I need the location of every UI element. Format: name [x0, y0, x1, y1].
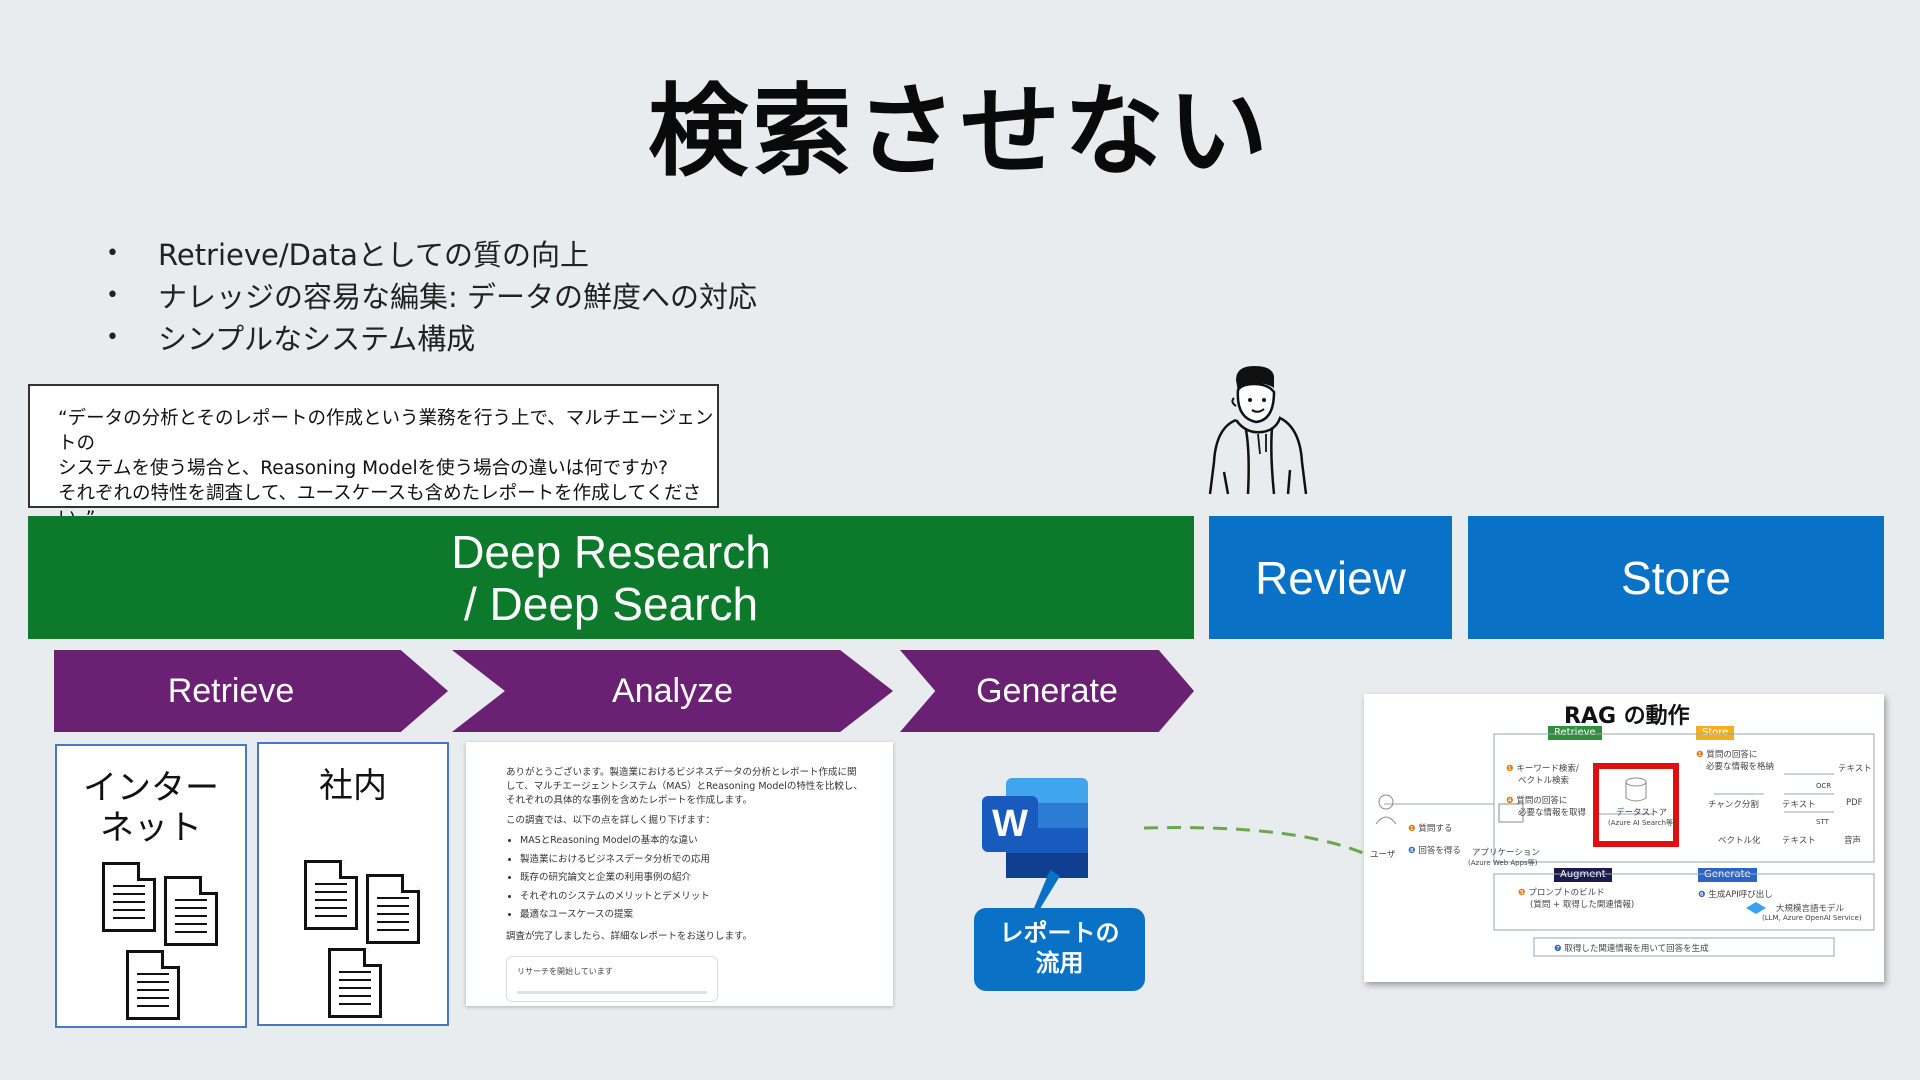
svg-text:W: W [992, 803, 1028, 845]
report-item: MASとReasoning Modelの基本的な違い [520, 834, 865, 848]
quote-line: システムを使う場合と、Reasoning Modelを使う場合の違いは何ですか? [58, 458, 668, 479]
bullet-list: •Retrieve/Dataとしての質の向上 •ナレッジの容易な編集: データの… [100, 232, 757, 358]
tag-store: Store [1696, 726, 1735, 740]
bullet-item: •Retrieve/Dataとしての質の向上 [106, 238, 590, 272]
person-illustration [1208, 366, 1308, 495]
report-closing: 調査が完了しましたら、詳細なレポートをお送りします。 [506, 931, 753, 942]
bullet-item: •シンプルなシステム構成 [106, 322, 476, 356]
bullet-item: •ナレッジの容易な編集: データの鮮度への対応 [106, 280, 757, 314]
report-item: それぞれのシステムのメリットとデメリット [520, 890, 865, 904]
report-intro: ありがとうございます。製造業におけるビジネスデータの分析とレポート作成に関して、… [506, 767, 863, 806]
word-icon: W [982, 778, 1088, 878]
prompt-quote-box: “データの分析とそのレポートの作成という業務を行う上で、マルチエージェントの シ… [28, 384, 719, 529]
document-icon [164, 876, 218, 946]
document-icon [102, 862, 156, 932]
quote-line: “データの分析とそのレポートの作成という業務を行う上で、マルチエージェントの [58, 408, 714, 454]
progress-bar [517, 991, 707, 994]
report-item: 製造業におけるビジネスデータ分析での応用 [520, 853, 865, 867]
review-band: Review [1209, 516, 1452, 639]
rag-diagram: RAG の動作 Retrieve Store Augment Generate … [1364, 694, 1884, 982]
report-reuse-callout: レポートの 流用 [974, 908, 1145, 991]
research-status-card: リサーチを開始しています [506, 956, 718, 1002]
step-retrieve: Retrieve [54, 650, 448, 732]
tag-retrieve: Retrieve [1548, 726, 1602, 740]
document-icon [366, 874, 420, 944]
report-item-list: MASとReasoning Modelの基本的な違い 製造業におけるビジネスデー… [506, 834, 865, 922]
rag-connector-lines [1375, 733, 1875, 957]
slide-title: 検索させない [648, 73, 1272, 190]
document-icon [126, 950, 180, 1020]
deep-research-band: Deep Research / Deep Search [28, 516, 1194, 639]
document-icon [304, 860, 358, 930]
report-lead: この調査では、以下の点を詳しく掘り下げます： [506, 815, 716, 826]
report-item: 既存の研究論文と企業の利用事例の紹介 [520, 871, 865, 885]
report-item: 最適なユースケースの提案 [520, 908, 865, 922]
callout-pointer [1034, 870, 1060, 912]
rag-title: RAG の動作 [1564, 704, 1690, 729]
store-band: Store [1468, 516, 1884, 639]
document-icon [328, 948, 382, 1018]
step-generate: Generate [900, 650, 1194, 732]
step-analyze: Analyze [452, 650, 893, 732]
research-report-preview: ありがとうございます。製造業におけるビジネスデータの分析とレポート作成に関して、… [466, 742, 893, 1006]
